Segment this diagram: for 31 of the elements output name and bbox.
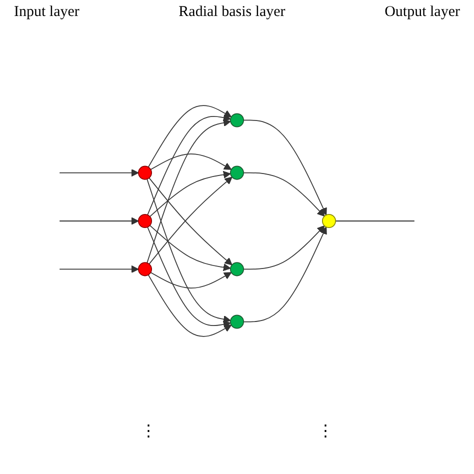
column-heading: Radial basis layer	[178, 4, 286, 21]
arrow	[243, 172, 325, 217]
node-circle	[138, 166, 152, 180]
node-circle	[230, 314, 244, 329]
arrow	[243, 225, 325, 270]
arrow	[147, 226, 231, 328]
arrow	[149, 170, 231, 218]
arrow	[149, 224, 231, 272]
node-circle	[230, 166, 244, 180]
ellipsis-mark: ⋮	[318, 422, 334, 441]
arrow	[59, 265, 139, 274]
node-circle	[138, 262, 152, 276]
arrow	[150, 153, 232, 170]
arrow	[146, 178, 231, 323]
arrow	[150, 272, 232, 289]
node-circle	[138, 214, 152, 228]
arrow	[148, 274, 232, 337]
ellipsis-mark: ⋮	[140, 422, 156, 441]
arrow	[59, 168, 139, 177]
arrow	[59, 217, 139, 225]
node-circle	[322, 214, 336, 228]
node-circle	[230, 113, 244, 128]
arrow	[147, 114, 231, 216]
arrow	[243, 226, 327, 322]
arrow	[243, 120, 327, 216]
column-heading: Output layer	[384, 4, 460, 21]
node-circle	[230, 262, 244, 276]
arrow	[146, 119, 231, 264]
connector	[335, 220, 415, 222]
arrow	[148, 105, 232, 168]
column-heading: Input layer	[14, 4, 80, 21]
